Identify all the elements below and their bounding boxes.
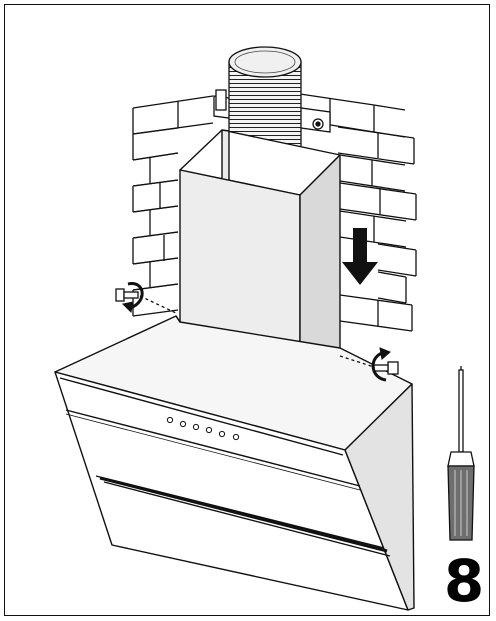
down-arrow-icon bbox=[342, 228, 378, 285]
rotate-arrow-icon bbox=[371, 347, 391, 382]
range-hood bbox=[54, 315, 415, 611]
rotate-arrow-icon bbox=[121, 282, 144, 314]
diagram-frame bbox=[4, 4, 490, 616]
step-number: 8 bbox=[443, 547, 485, 615]
screwdriver-icon bbox=[447, 366, 475, 541]
control-buttons bbox=[166, 416, 240, 441]
screw-icon bbox=[115, 288, 179, 315]
